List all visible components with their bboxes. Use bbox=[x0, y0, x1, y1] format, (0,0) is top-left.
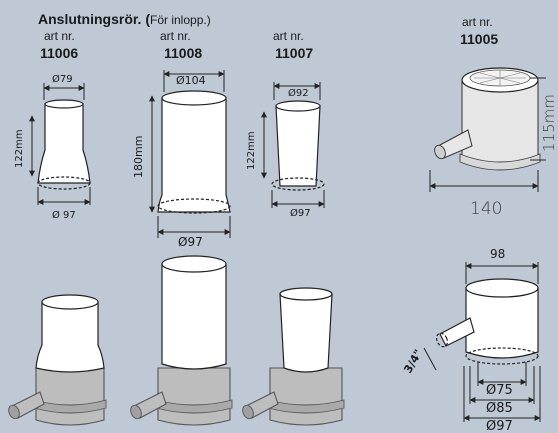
pipe-11006 bbox=[29, 83, 91, 205]
dim-outer-detail: Ø97 bbox=[486, 419, 513, 433]
dim-mid-detail: Ø85 bbox=[486, 401, 513, 416]
dim-bottom-11006: Ø 97 bbox=[52, 209, 76, 221]
dim-top-11006: Ø79 bbox=[52, 73, 73, 85]
dim-top-11008: Ø104 bbox=[176, 74, 206, 87]
art-label-11007: art nr. bbox=[273, 29, 304, 43]
dim-top-11007: Ø92 bbox=[288, 87, 309, 99]
dim-bottom-11008: Ø97 bbox=[178, 235, 203, 249]
dim-width-detail: 98 bbox=[490, 247, 505, 261]
assembly-11006 bbox=[8, 294, 107, 426]
rain-collector-11005 bbox=[429, 67, 546, 192]
dim-bottom-11007: Ø97 bbox=[290, 207, 311, 219]
art-label-11005: art nr. bbox=[462, 15, 493, 29]
dim-height-11008: 180mm bbox=[132, 136, 145, 178]
svg-text:Anslutningsrör. (För inlopp.): Anslutningsrör. (För inlopp.) bbox=[38, 11, 211, 27]
art-number-11008: 11008 bbox=[164, 45, 202, 61]
art-number-11006: 11006 bbox=[40, 45, 78, 61]
art-number-11005: 11005 bbox=[460, 31, 498, 47]
assembly-11008 bbox=[130, 255, 233, 426]
dim-height-11005: 115mm bbox=[540, 94, 558, 152]
art-label-11008: art nr. bbox=[160, 29, 191, 43]
rain-collector-detail bbox=[423, 262, 541, 422]
dim-inner-detail: Ø75 bbox=[486, 383, 513, 398]
dim-height-11007: 122mm bbox=[246, 131, 257, 170]
dim-width-11005: 140 bbox=[470, 199, 502, 219]
art-label-11006: art nr. bbox=[44, 29, 75, 43]
dim-height-11006: 122mm bbox=[14, 129, 25, 168]
pipe-11007 bbox=[261, 82, 325, 208]
header-subtitle: För inlopp.) bbox=[150, 13, 211, 27]
pipe-11008 bbox=[149, 70, 231, 238]
assembly-11007 bbox=[242, 287, 345, 426]
header-title: Anslutningsrör. ( bbox=[38, 11, 150, 27]
dim-inlet-detail: 3/4" bbox=[401, 347, 425, 375]
art-number-11007: 11007 bbox=[275, 45, 313, 61]
